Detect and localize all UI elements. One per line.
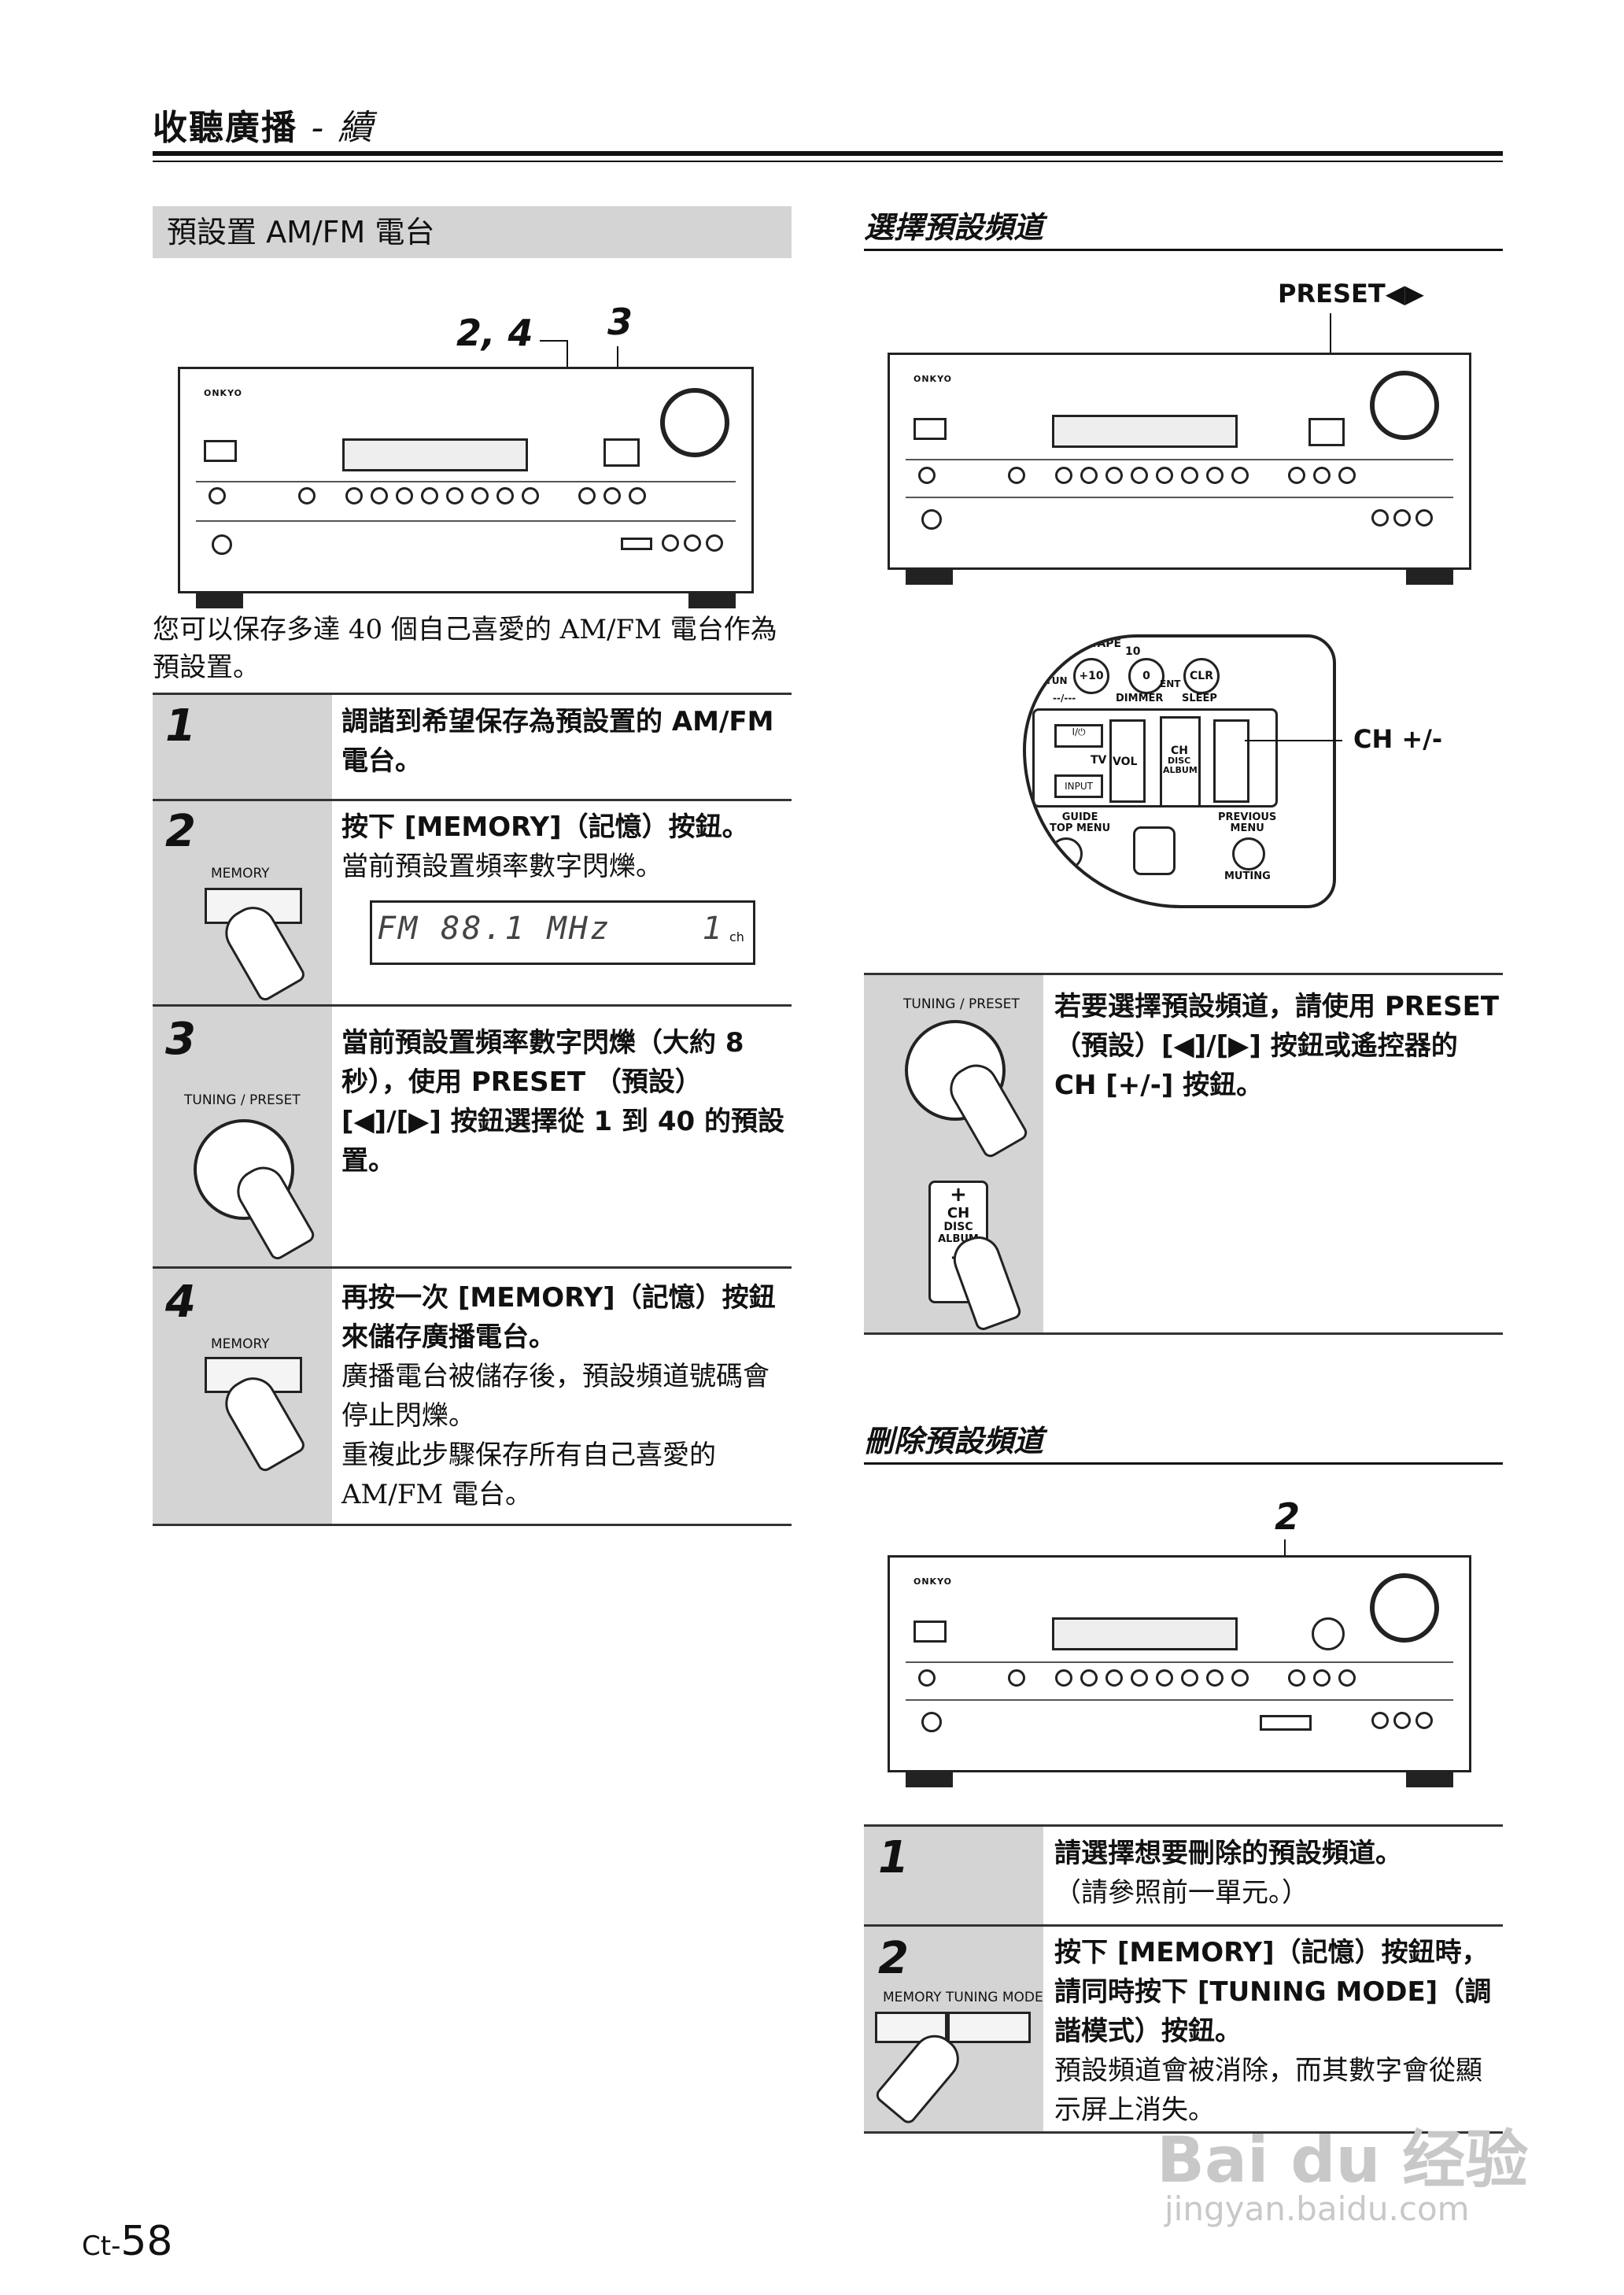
step-subtext: （請參照前一單元。） xyxy=(1054,1877,1308,1909)
step-text: 再按一次 [MEMORY]（記憶）按鈕來儲存廣播電台。 xyxy=(341,1282,776,1353)
ch-rocker xyxy=(1160,716,1201,808)
ch-plus-minus-label: CH +/- xyxy=(1353,724,1443,754)
step-number: 4 xyxy=(165,1277,196,1328)
page-prefix: Ct- xyxy=(82,2230,121,2262)
receiver-front-panel: ONKYO xyxy=(888,353,1471,585)
memory-tuning-mode-button xyxy=(621,538,652,550)
step-number: 2 xyxy=(878,1933,909,1984)
step-text: 按下 [MEMORY]（記憶）按鈕。 xyxy=(341,811,749,843)
receiver-front-panel: ONKYO xyxy=(888,1555,1471,1787)
preset-label: PRESET◀▶ xyxy=(1278,279,1424,309)
remote-closeup: TAPE 10 +10 0 CLR D.TUN ENT --/--- DIMME… xyxy=(1023,634,1336,908)
header-rule-thin xyxy=(153,161,1503,162)
callout-2: 2 xyxy=(1275,1495,1301,1538)
tuning-preset-label: TUNING / PRESET xyxy=(184,1092,301,1108)
page-header-title: 收聽廣播 - 續 xyxy=(153,99,374,150)
step-text: 調諧到希望保存為預設置的 AM/FM 電台。 xyxy=(341,706,774,777)
baidu-watermark: Bai du 经验 xyxy=(1157,2123,1529,2197)
memory-button-label: MEMORY xyxy=(211,1336,270,1352)
preset-button-pad xyxy=(603,438,640,467)
receiver-front-panel: ONKYO xyxy=(178,367,754,608)
page-digits: 58 xyxy=(120,2218,173,2265)
fm-display-box: FM 88.1 MHz 1 ch xyxy=(370,900,755,965)
callout-3: 3 xyxy=(607,301,633,343)
input-key: INPUT xyxy=(1054,774,1103,798)
clr-key: CLR xyxy=(1183,658,1220,694)
step-text: 按下 [MEMORY]（記憶）按鈕時，請同時按下 [TUNING MODE]（調… xyxy=(1054,1937,1492,2047)
tv-power-key: I/⏻ xyxy=(1054,724,1103,748)
memory-button-label: MEMORY xyxy=(211,866,270,881)
tuning-mode-button-label: TUNING MODE xyxy=(946,1990,1043,2005)
step-subtext: 廣播電台被儲存後，預設頻道號碼會停止閃爍。 xyxy=(341,1361,770,1432)
header-title-main: 收聽廣播 xyxy=(153,108,297,148)
step-text: 請選擇想要刪除的預設頻道。 xyxy=(1054,1838,1402,1869)
callout-line xyxy=(540,340,568,342)
step-subtext: 當前預設置頻率數字閃爍。 xyxy=(341,851,663,882)
step-text: 當前預設置頻率數字閃爍（大約 8 秒），使用 PRESET （預設）[◀]/[▶… xyxy=(341,1027,785,1177)
memory-tuning-mode-button xyxy=(1260,1715,1312,1731)
step-number: 2 xyxy=(165,806,196,857)
select-preset-heading: 選擇預設頻道 xyxy=(864,210,1044,245)
volume-knob xyxy=(660,388,729,457)
display-ch-label: ch xyxy=(729,929,744,944)
page-number: Ct-58 xyxy=(82,2218,173,2265)
zero-key: 0 xyxy=(1128,658,1164,694)
plus10-key: +10 xyxy=(1073,658,1109,694)
display-frequency: FM 88.1 MHz xyxy=(377,911,611,947)
display-channel: 1 xyxy=(703,911,723,947)
tuning-preset-label: TUNING / PRESET xyxy=(903,996,1020,1012)
preset-button-pad xyxy=(1308,418,1345,446)
step-subtext: 預設頻道會被消除，而其數字會從顯示屏上消失。 xyxy=(1054,2055,1482,2126)
callout-2-4: 2, 4 xyxy=(456,312,533,354)
memory-button-label: MEMORY xyxy=(883,1990,942,2005)
step-text: 若要選擇預設頻道，請使用 PRESET（預設）[◀]/[▶] 按鈕或遙控器的 C… xyxy=(1054,991,1500,1101)
step-number: 1 xyxy=(165,700,196,752)
tuning-mode-button xyxy=(947,2012,1031,2043)
front-display xyxy=(342,438,528,471)
power-button xyxy=(204,440,237,462)
header-rule xyxy=(153,151,1503,156)
step-number: 1 xyxy=(878,1832,909,1883)
header-title-suffix: - 續 xyxy=(311,108,375,148)
delete-preset-heading: 刪除預設頻道 xyxy=(864,1424,1044,1458)
baidu-watermark-url: jingyan.baidu.com xyxy=(1164,2190,1470,2228)
brand-logo: ONKYO xyxy=(204,388,243,398)
step-subtext: 重複此步驟保存所有自己喜愛的 AM/FM 電台。 xyxy=(341,1439,716,1510)
callout-line xyxy=(1245,740,1342,741)
step-number: 3 xyxy=(165,1014,196,1065)
section-title-preset: 預設置 AM/FM 電台 xyxy=(153,206,792,258)
intro-text: 您可以保存多達 40 個自己喜愛的 AM/FM 電台作為預設置。 xyxy=(153,614,777,683)
